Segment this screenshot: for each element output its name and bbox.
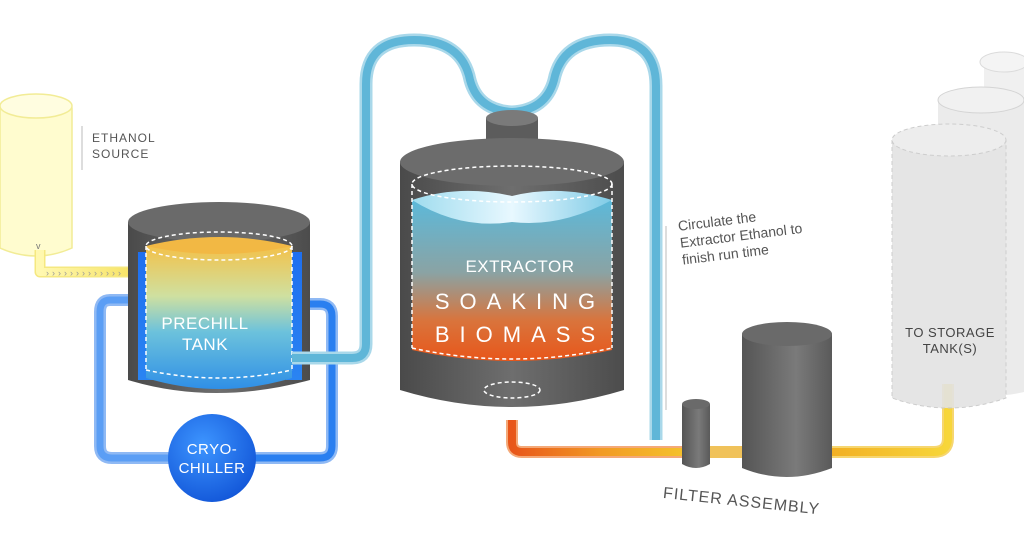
prechill-tank	[128, 202, 310, 393]
svg-text:›››››››››››››: ›››››››››››››	[46, 268, 124, 278]
extract-outlet-pipe	[506, 420, 690, 458]
storage-feed-pipe	[832, 384, 954, 458]
cryo-chiller	[168, 414, 256, 502]
storage-tanks-label: TO STORAGE TANK(S)	[905, 325, 995, 356]
soaking-label: SOAKING	[434, 289, 606, 314]
biomass-label: BIOMASS	[434, 322, 606, 347]
ethanol-source-label: ETHANOL SOURCE	[92, 131, 156, 161]
prechill-tank-label: PRECHILL TANK	[161, 314, 249, 354]
transfer-pipe-to-extractor	[292, 33, 663, 440]
cryo-loop-pipe	[94, 294, 338, 464]
cryo-chiller-label: CRYO- CHILLER	[178, 441, 246, 477]
extractor-label: EXTRACTOR	[465, 257, 575, 276]
storage-tanks	[891, 51, 1024, 409]
extractor-tank	[400, 110, 624, 407]
svg-text:v: v	[36, 241, 41, 251]
filter-assembly	[682, 322, 832, 477]
ethanol-source-tank	[0, 93, 73, 257]
ethanol-feed-pipe: v ›››››››››››››	[34, 241, 148, 278]
